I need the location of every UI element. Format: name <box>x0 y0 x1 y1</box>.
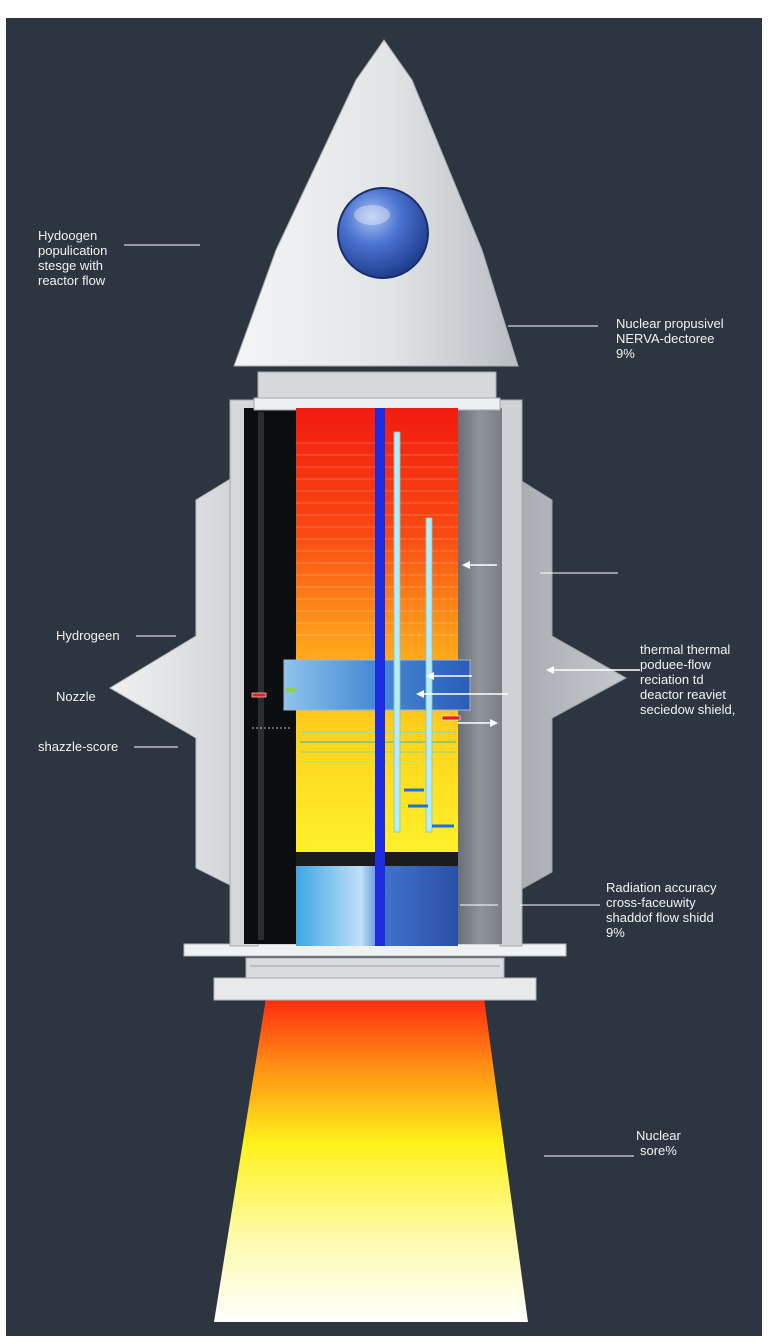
indicator-green <box>286 688 296 692</box>
left-fin <box>109 477 233 887</box>
arrow-band-1-head <box>426 672 434 680</box>
nose-window-glint <box>354 205 390 225</box>
label-nuclear-propulsion: Nuclear propusivel NERVA-dectoree 9% <box>616 316 724 361</box>
nozzle-plate-lower <box>213 977 537 1001</box>
arrow-band-2-head <box>416 690 424 698</box>
label-hydrogen: Hydrogeen <box>56 628 120 643</box>
indicator-red-left <box>251 692 267 698</box>
label-nozzle: Nozzle <box>56 689 96 704</box>
casing-top-collar <box>257 371 497 403</box>
arrow-upper-head <box>462 561 470 569</box>
indicator-red-right <box>441 715 461 721</box>
label-nuclear-score: Nuclear sore% <box>636 1128 681 1158</box>
arrow-right-fin-head <box>546 666 554 674</box>
coolant-tube-left <box>393 431 401 833</box>
label-shazzle-score: shazzle-score <box>38 739 119 754</box>
outer-casing-right <box>499 399 523 947</box>
nozzle-plate-middle <box>245 957 505 979</box>
right-fin <box>519 479 628 891</box>
label-thermal: thermal thermal poduee-flow reciation td… <box>640 642 736 717</box>
arrow-out-head <box>490 719 498 727</box>
exhaust-plume <box>214 998 528 1322</box>
control-rod <box>375 408 385 946</box>
nose-window <box>337 187 429 279</box>
label-hydrogen-population: Hydoogen populication stesge with reacto… <box>38 228 108 288</box>
left-insulation-edge <box>258 412 264 940</box>
label-radiation: Radiation accuracy cross-faceuwity shadd… <box>606 880 717 940</box>
